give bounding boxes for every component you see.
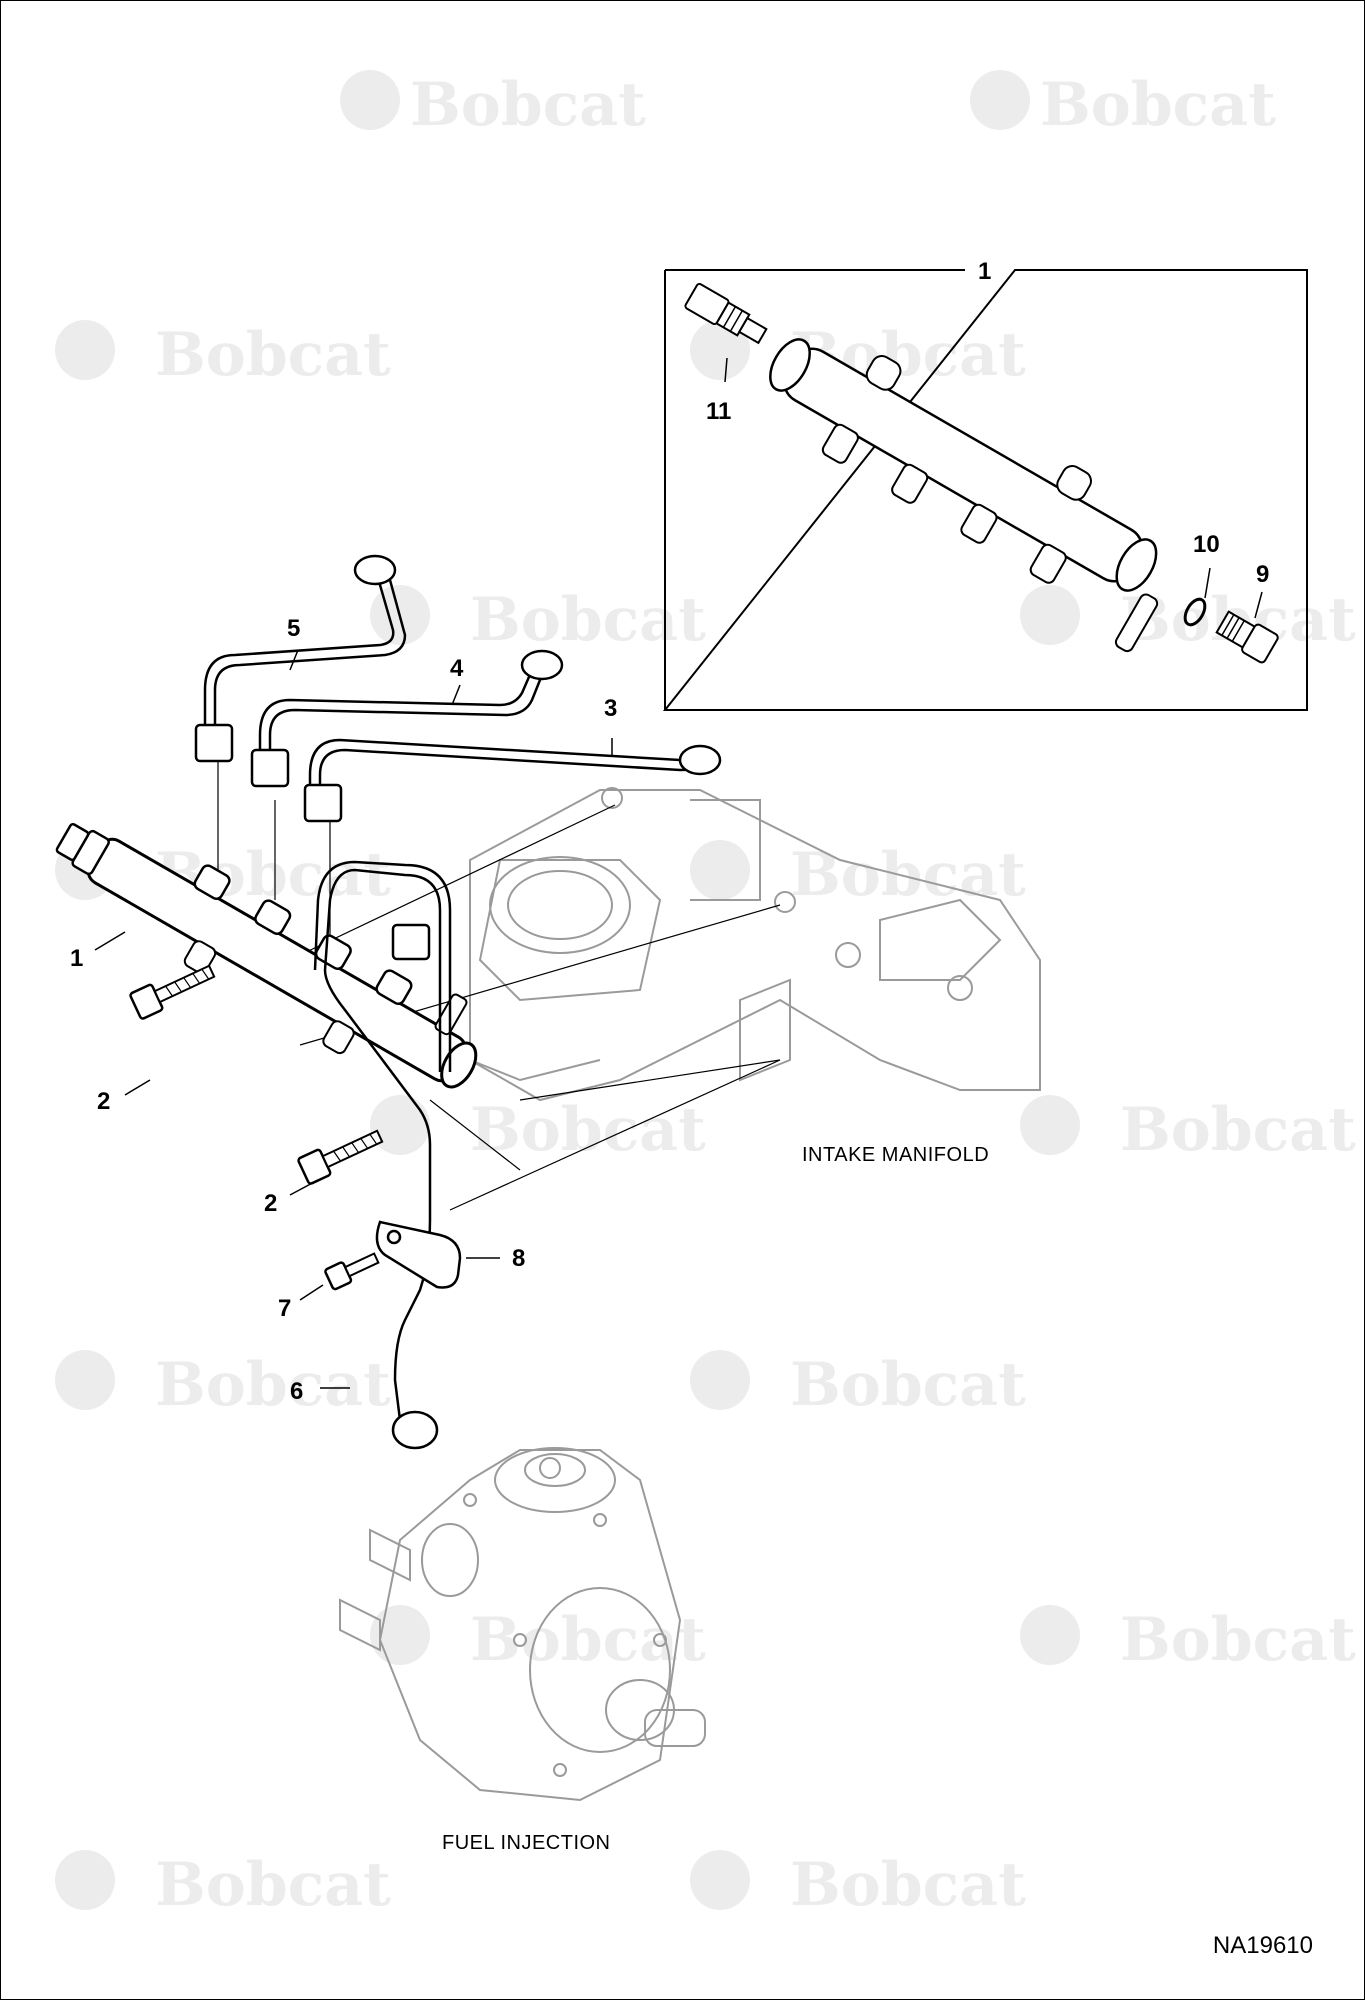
watermark-9: Bobcat (370, 1095, 706, 1165)
line-nuts (194, 554, 722, 1450)
watermark-5: Bobcat (370, 585, 706, 655)
inset-plug (1215, 610, 1279, 664)
leader-lines (94, 649, 613, 1389)
callout-2-upper: 2 (97, 1088, 111, 1115)
callout-7: 7 (278, 1295, 292, 1322)
svg-text:Bobcat: Bobcat (470, 1095, 706, 1165)
watermark-1: Bobcat (340, 70, 646, 140)
intake-manifold (469, 787, 1041, 1102)
watermark-10: Bobcat (1020, 1095, 1356, 1165)
svg-text:Bobcat: Bobcat (1120, 1095, 1356, 1165)
svg-text:Bobcat: Bobcat (790, 1850, 1026, 1920)
svg-text:Bobcat: Bobcat (155, 1350, 391, 1420)
watermark-13: Bobcat (370, 1605, 706, 1675)
callout-11: 11 (706, 398, 732, 425)
svg-text:Bobcat: Bobcat (155, 1850, 391, 1920)
watermark-2: Bobcat (970, 70, 1276, 140)
watermark-8: Bobcat (690, 840, 1026, 910)
callout-4: 4 (450, 655, 464, 682)
inset-fuel-rail (769, 338, 1159, 653)
drawing-number: NA19610 (1212, 1932, 1313, 1959)
watermark-14: Bobcat (1020, 1605, 1356, 1675)
inset-o-ring (1183, 597, 1207, 627)
svg-text:Bobcat: Bobcat (470, 585, 706, 655)
svg-text:Bobcat: Bobcat (790, 840, 1026, 910)
fuel-injection-pump (339, 1447, 706, 1802)
inset-detail-box (662, 269, 1308, 711)
intake-manifold-caption: INTAKE MANIFOLD (802, 1144, 990, 1166)
callout-10: 10 (1193, 531, 1220, 558)
clamp-bracket (375, 1220, 462, 1289)
callout-2-lower: 2 (264, 1190, 278, 1217)
bolt-2-upper (129, 964, 216, 1020)
svg-text:Bobcat: Bobcat (1040, 70, 1276, 140)
watermark-15: Bobcat (55, 1850, 391, 1920)
bolt-2-lower (297, 1129, 384, 1185)
svg-text:Bobcat: Bobcat (1120, 1605, 1356, 1675)
callout-9: 9 (1256, 561, 1270, 588)
watermark-6: Bobcat (1020, 585, 1356, 655)
callout-5: 5 (287, 615, 301, 642)
svg-text:Bobcat: Bobcat (790, 1350, 1026, 1420)
watermark-layer: Bobcat Bobcat Bobcat Bobcat Bobcat Bobca… (55, 70, 1356, 1920)
main-fuel-rail (55, 822, 478, 1089)
fuel-injection-caption: FUEL INJECTION (442, 1832, 611, 1854)
callout-1-inset: 1 (978, 258, 992, 285)
callout-8: 8 (512, 1245, 526, 1272)
callout-3: 3 (604, 695, 618, 722)
svg-text:Bobcat: Bobcat (410, 70, 646, 140)
line-6 (323, 868, 442, 1421)
callout-6: 6 (290, 1378, 304, 1405)
watermark-16: Bobcat (690, 1850, 1026, 1920)
watermark-12: Bobcat (690, 1350, 1026, 1420)
line-5 (213, 563, 407, 740)
callout-1-main: 1 (70, 945, 84, 972)
watermark-3: Bobcat (55, 320, 391, 390)
watermark-11: Bobcat (55, 1350, 391, 1420)
line-4 (268, 674, 544, 780)
svg-text:Bobcat: Bobcat (155, 320, 391, 390)
bolt-7 (324, 1252, 380, 1291)
inset-pressure-sensor (684, 282, 768, 345)
